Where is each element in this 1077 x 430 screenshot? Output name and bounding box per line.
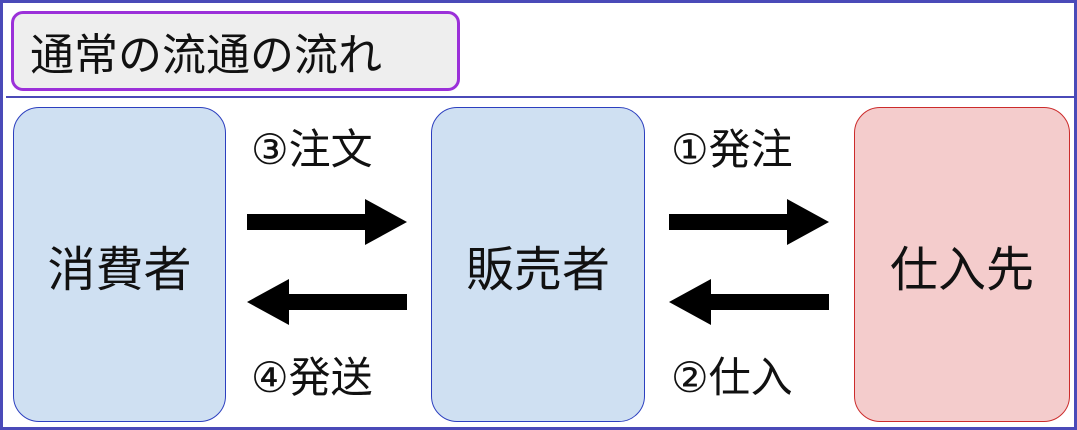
- node-consumer: 消費者: [13, 107, 226, 422]
- arrow-left-icon: [247, 279, 407, 325]
- arrow-right-icon: [247, 199, 407, 245]
- arrow-right-icon: [669, 199, 829, 245]
- label-ship: ④発送: [251, 353, 373, 402]
- label-stocking: ②仕入: [671, 353, 793, 402]
- arrow-left-icon: [669, 279, 829, 325]
- node-supplier: 仕入先: [854, 107, 1070, 422]
- label-order: ③注文: [251, 125, 373, 174]
- diagram-title: 通常の流通の流れ: [11, 11, 460, 91]
- header-band: [6, 6, 1077, 98]
- node-seller: 販売者: [431, 107, 645, 422]
- label-purchase-order: ①発注: [671, 125, 793, 174]
